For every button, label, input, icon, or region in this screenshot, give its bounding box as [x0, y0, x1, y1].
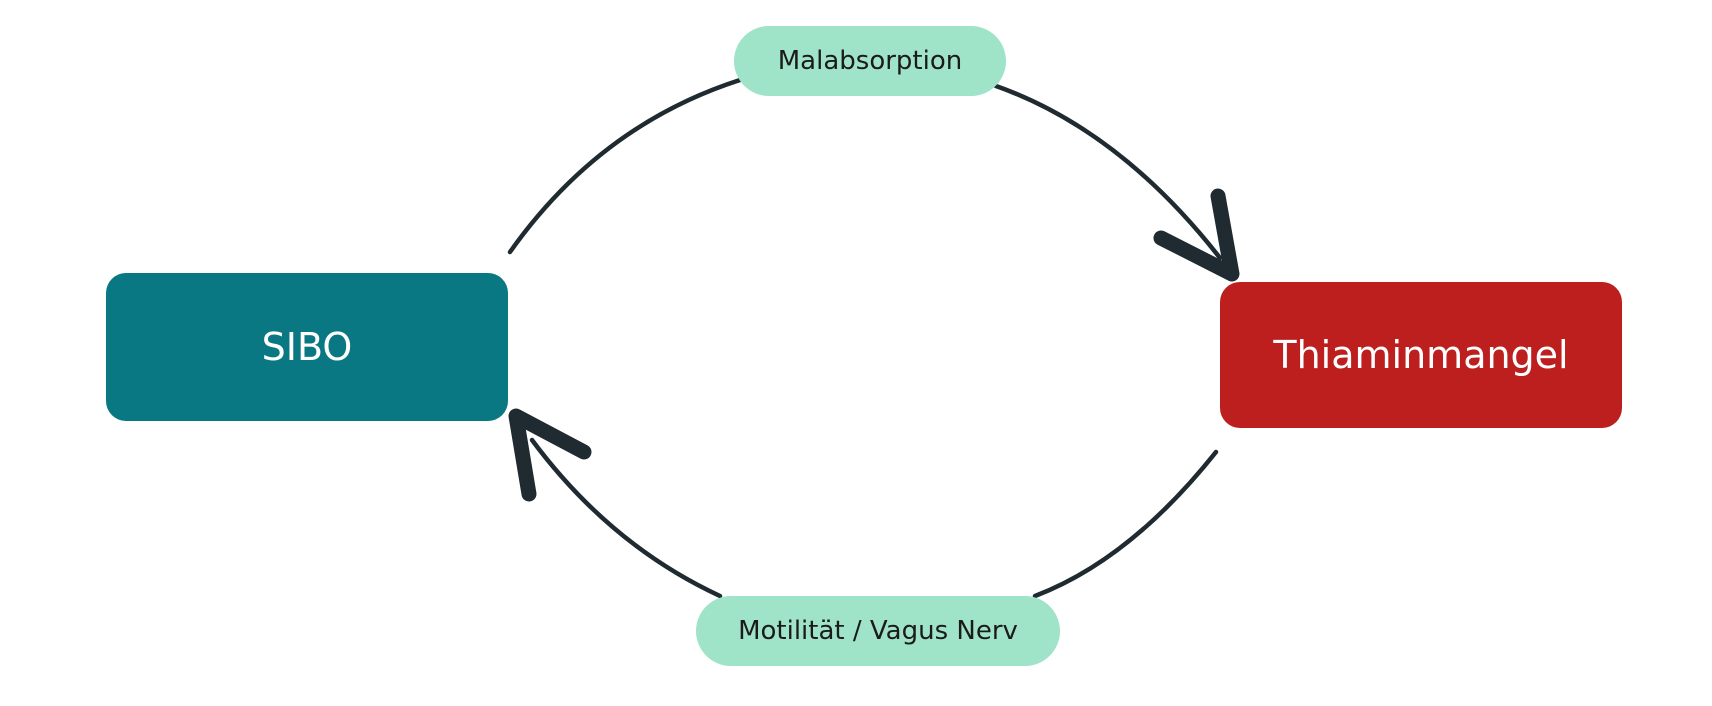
node-sibo-label: SIBO [261, 325, 353, 369]
edge-label-motilitaet: Motilität / Vagus Nerv [696, 596, 1060, 666]
arc-bottom-left [529, 437, 723, 599]
arc-top-right [993, 83, 1223, 261]
arc-top-left [507, 77, 743, 255]
arc-bottom-right [1032, 449, 1219, 599]
node-thiaminmangel: Thiaminmangel [1220, 282, 1622, 428]
edge-label-malabsorption: Malabsorption [734, 26, 1006, 96]
node-sibo: SIBO [106, 273, 508, 421]
arrowhead-left [508, 408, 592, 502]
edge-label-malabsorption-text: Malabsorption [777, 46, 963, 76]
node-thiaminmangel-label: Thiaminmangel [1273, 333, 1569, 377]
arrowhead-right [1153, 188, 1240, 282]
edge-label-motilitaet-text: Motilität / Vagus Nerv [738, 616, 1018, 646]
